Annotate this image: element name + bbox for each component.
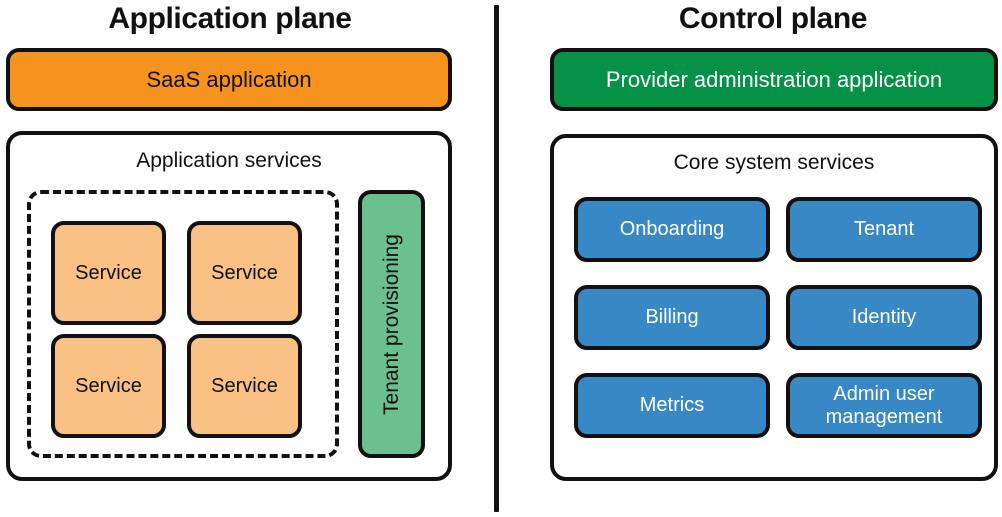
core-service-admin-user-management-label: Admin user management	[825, 382, 943, 428]
core-service-billing-label: Billing	[645, 306, 699, 328]
service-tile-2[interactable]: Service	[187, 221, 302, 325]
tenant-provisioning-tile[interactable]: Tenant provisioning	[358, 190, 425, 458]
service-tile-3-label: Service	[75, 374, 142, 397]
service-tile-4[interactable]: Service	[187, 334, 302, 438]
tenant-provisioning-label: Tenant provisioning	[380, 233, 404, 415]
service-tile-1-label: Service	[75, 261, 142, 284]
core-service-metrics-label: Metrics	[639, 394, 705, 416]
application-services-container: Application services Service Service Ser…	[6, 131, 452, 481]
saas-application-bar[interactable]: SaaS application	[6, 48, 452, 111]
core-service-billing[interactable]: Billing	[574, 285, 770, 350]
application-plane-title: Application plane	[108, 2, 352, 35]
core-service-admin-user-management[interactable]: Admin user management	[786, 373, 982, 438]
service-tile-3[interactable]: Service	[51, 334, 166, 438]
control-plane-title: Control plane	[678, 2, 868, 35]
application-services-caption: Application services	[136, 149, 322, 172]
core-service-tenant-label: Tenant	[853, 218, 915, 240]
service-tile-2-label: Service	[211, 261, 278, 284]
service-tile-4-label: Service	[211, 374, 278, 397]
core-service-tenant[interactable]: Tenant	[786, 197, 982, 262]
provider-administration-application-label: Provider administration application	[605, 66, 943, 92]
core-service-identity-label: Identity	[851, 306, 917, 328]
service-group-dashed-region	[27, 190, 339, 458]
core-service-onboarding-label: Onboarding	[619, 218, 725, 240]
core-service-onboarding[interactable]: Onboarding	[574, 197, 770, 262]
core-service-metrics[interactable]: Metrics	[574, 373, 770, 438]
core-system-services-container: Core system services Onboarding Tenant B…	[550, 134, 998, 481]
saas-application-label: SaaS application	[146, 66, 312, 92]
service-tile-1[interactable]: Service	[51, 221, 166, 325]
plane-divider	[494, 5, 499, 512]
core-system-services-caption: Core system services	[673, 151, 875, 174]
provider-administration-application-bar[interactable]: Provider administration application	[550, 48, 998, 111]
core-service-identity[interactable]: Identity	[786, 285, 982, 350]
